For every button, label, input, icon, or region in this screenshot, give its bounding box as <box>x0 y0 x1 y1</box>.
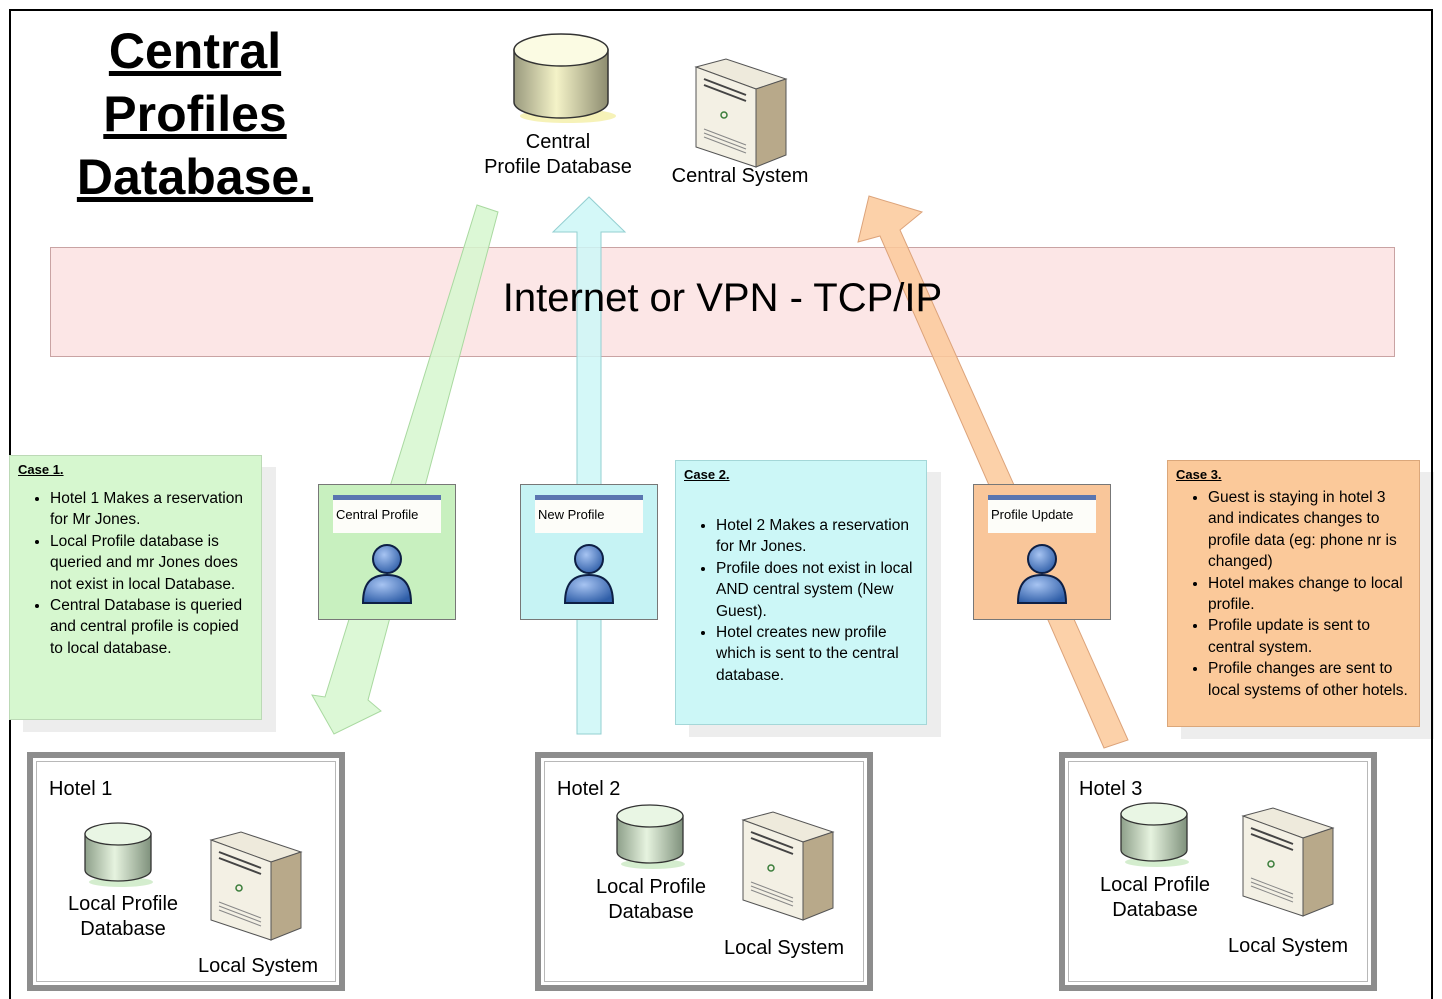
case-1-note: Case 1. Hotel 1 Makes a reservation for … <box>9 455 262 720</box>
title-line-1: Central <box>108 23 282 79</box>
hotel-1-inner-border <box>36 761 336 982</box>
case-3-title: Case 3. <box>1176 467 1222 482</box>
local-database-icon <box>1120 802 1189 867</box>
list-item: Profile changes are sent to local system… <box>1208 658 1411 701</box>
case-3-list: Guest is staying in hotel 3 and indicate… <box>1176 487 1411 701</box>
case-1-title: Case 1. <box>18 462 64 477</box>
hotel-3-database-label-line-2: Database <box>1112 899 1198 921</box>
case-3-note: Case 3. Guest is staying in hotel 3 and … <box>1167 460 1420 727</box>
user-icon <box>361 544 413 604</box>
list-item: Hotel makes change to local profile. <box>1208 573 1411 616</box>
hotel-2-database-label-line-2: Database <box>608 901 694 923</box>
list-item: Profile does not exist in local AND cent… <box>716 558 918 622</box>
hotel-3-box: Hotel 3 Local Profile Database Local Sys… <box>1059 752 1377 991</box>
case-2-list: Hotel 2 Makes a reservation for Mr Jones… <box>684 515 918 686</box>
hotel-1-box: Hotel 1 Local Profile Database <box>27 752 345 991</box>
title-line-2: Profiles <box>103 86 287 142</box>
hotel-2-database-label: Local Profile Database <box>571 875 731 925</box>
user-icon <box>563 544 615 604</box>
hotel-3-database-label-line-1: Local Profile <box>1099 874 1211 896</box>
case-2-title: Case 2. <box>684 467 730 482</box>
central-profile-card-label: Central Profile <box>333 495 441 533</box>
network-label: Internet or VPN - TCP/IP <box>502 276 943 320</box>
hotel-2-database-label-line-1: Local Profile <box>595 876 707 898</box>
list-item: Hotel creates new profile which is sent … <box>716 622 918 686</box>
local-database-icon <box>616 804 685 869</box>
user-icon <box>1016 544 1068 604</box>
list-item: Hotel 1 Makes a reservation for Mr Jones… <box>50 488 253 531</box>
profile-update-card: Profile Update <box>973 484 1111 620</box>
hotel-2-box: Hotel 2 Local Profile Database Local Sys… <box>535 752 873 991</box>
list-item: Profile update is sent to central system… <box>1208 615 1411 658</box>
hotel-1-database-label-line-2: Database <box>80 918 166 940</box>
profile-update-card-label: Profile Update <box>988 495 1096 533</box>
local-database-icon <box>84 822 153 887</box>
list-item: Hotel 2 Makes a reservation for Mr Jones… <box>716 515 918 558</box>
central-server-icon <box>694 58 788 168</box>
central-profile-card: Central Profile <box>318 484 456 620</box>
central-database-icon <box>513 33 616 123</box>
local-server-icon <box>741 811 835 921</box>
central-system-label: Central System <box>671 165 809 187</box>
hotel-3-name: Hotel 3 <box>1079 778 1143 800</box>
central-database-label-line-2: Profile Database <box>484 156 632 178</box>
diagram-title: Central Profiles Database. <box>45 20 345 209</box>
hotel-1-database-label-line-1: Local Profile <box>67 893 179 915</box>
hotel-1-system-label: Local System <box>197 955 319 977</box>
list-item: Guest is staying in hotel 3 and indicate… <box>1208 487 1411 573</box>
hotel-3-inner-border <box>1068 761 1368 982</box>
central-database-label-line-1: Central <box>525 131 591 153</box>
hotel-2-system-label: Local System <box>723 937 845 959</box>
case-1-list: Hotel 1 Makes a reservation for Mr Jones… <box>18 488 253 659</box>
local-server-icon <box>1241 807 1335 917</box>
hotel-1-name: Hotel 1 <box>49 778 113 800</box>
hotel-1-database-label: Local Profile Database <box>43 892 203 942</box>
hotel-2-inner-border <box>544 761 864 982</box>
new-profile-card-label: New Profile <box>535 495 643 533</box>
network-band <box>50 247 1395 357</box>
hotel-3-system-label: Local System <box>1227 935 1349 957</box>
hotel-3-database-label: Local Profile Database <box>1075 873 1235 923</box>
title-line-3: Database. <box>76 149 314 205</box>
new-profile-card: New Profile <box>520 484 658 620</box>
case-2-note: Case 2. Hotel 2 Makes a reservation for … <box>675 460 927 725</box>
list-item: Central Database is queried and central … <box>50 595 253 659</box>
hotel-2-name: Hotel 2 <box>557 778 621 800</box>
cyan-arrow <box>551 196 627 735</box>
local-server-icon <box>209 831 303 941</box>
list-item: Local Profile database is queried and mr… <box>50 531 253 595</box>
central-database-label: Central Profile Database <box>468 130 648 180</box>
